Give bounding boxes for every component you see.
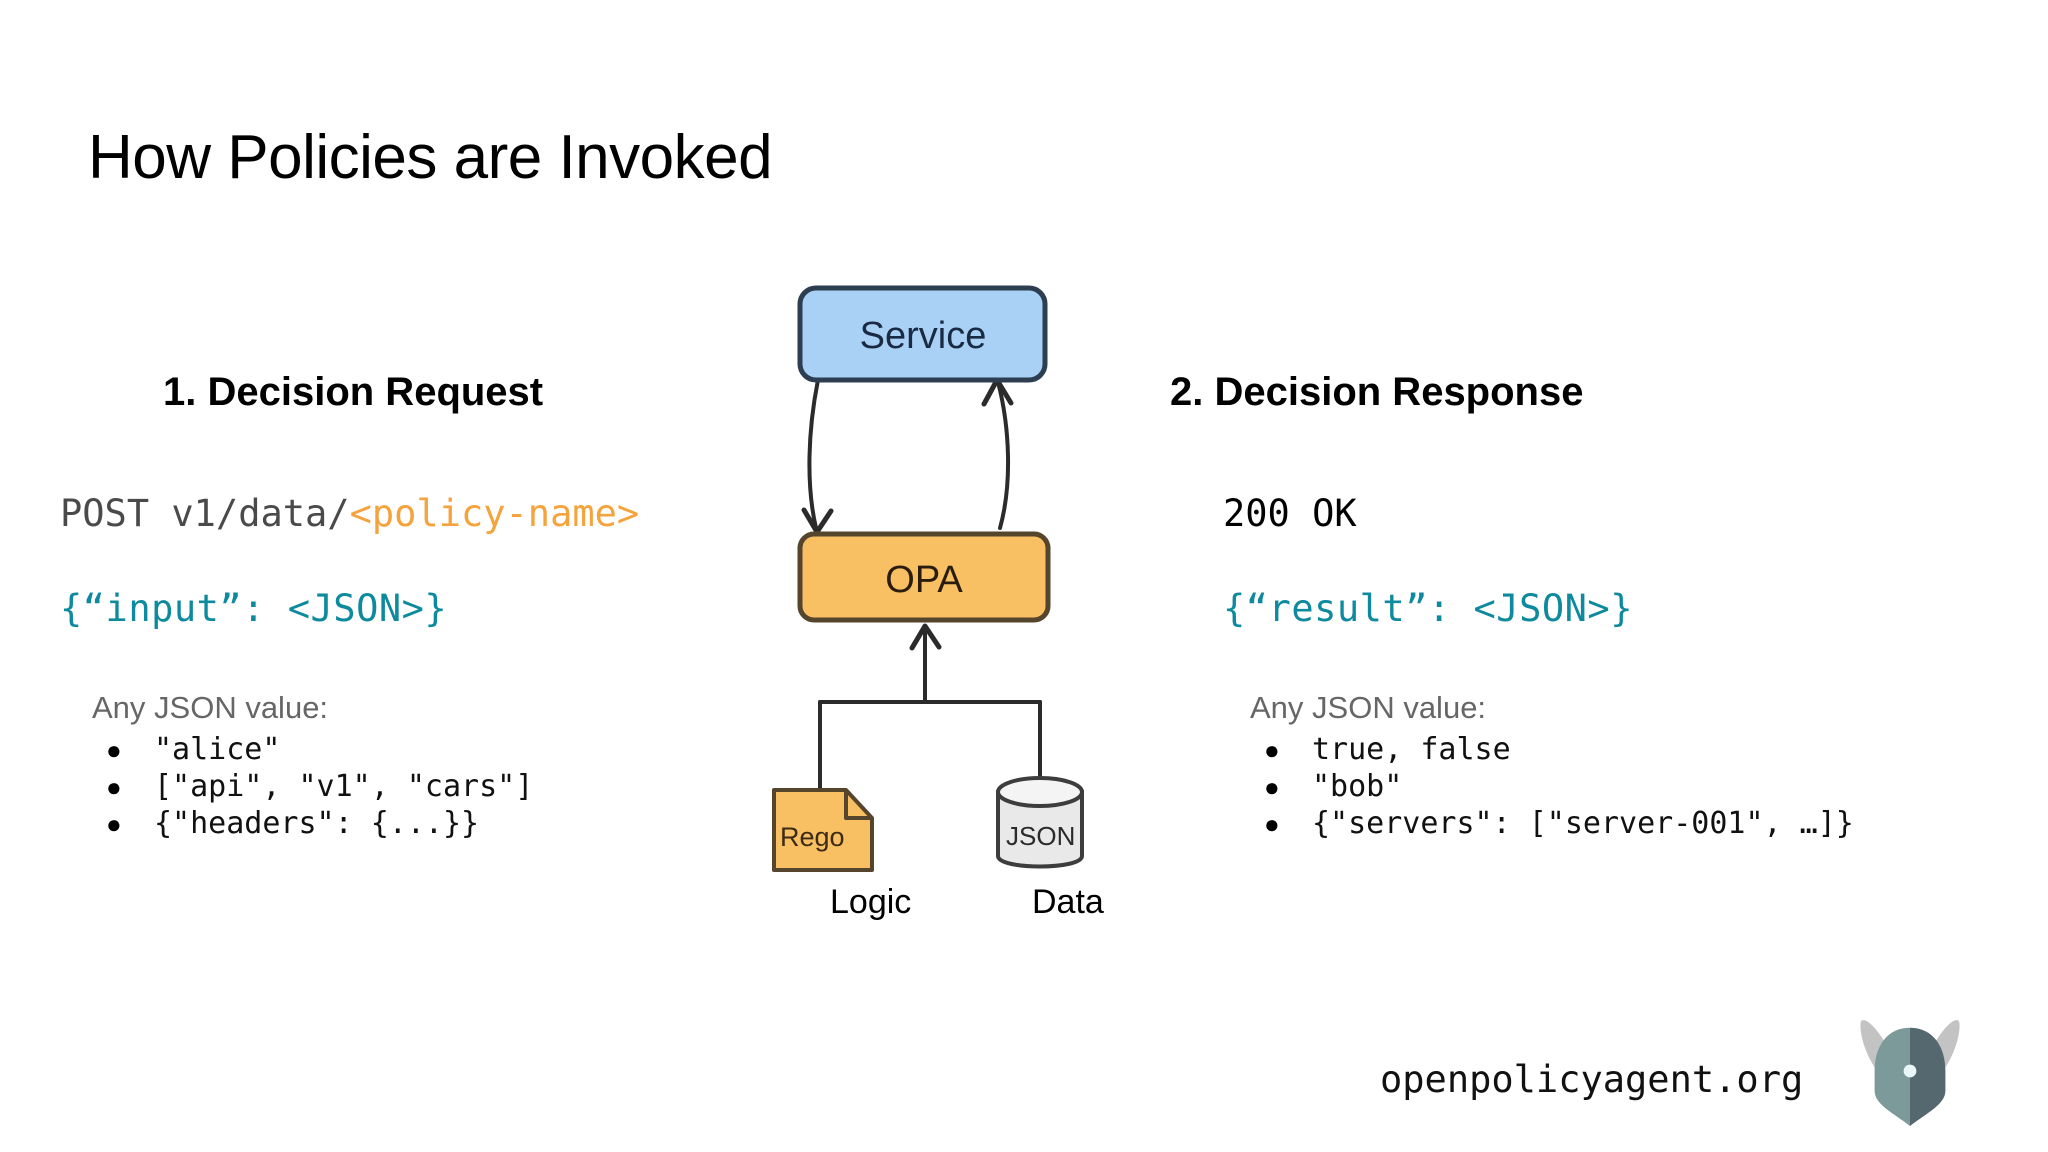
bullet-icon: ● bbox=[106, 809, 122, 839]
decision-response-column: 2. Decision Response 200 OK {“result”: <… bbox=[1165, 370, 1965, 841]
list-item: ● "bob" bbox=[1250, 769, 1854, 806]
decision-response-heading: 2. Decision Response bbox=[1170, 370, 1584, 414]
opa-website-url: openpolicyagent.org bbox=[1380, 1057, 1804, 1101]
list-item-text: "bob" bbox=[1312, 769, 1403, 804]
slide-left-margin bbox=[0, 0, 92, 1152]
opa-viking-helmet-logo bbox=[1860, 1020, 1960, 1127]
list-item: ● {"headers": {...}} bbox=[92, 806, 533, 843]
list-item-text: {"headers": {...}} bbox=[154, 806, 480, 841]
response-json-body: {“result”: <JSON>} bbox=[1223, 587, 1633, 630]
rego-document-icon: Rego bbox=[772, 788, 874, 872]
request-any-json-label: Any JSON value: bbox=[92, 690, 329, 725]
request-example-list: ● "alice" ● ["api", "v1", "cars"] ● {"he… bbox=[92, 732, 533, 843]
bullet-icon: ● bbox=[1264, 809, 1280, 839]
json-database-icon: JSON bbox=[996, 776, 1084, 869]
bullet-icon: ● bbox=[106, 772, 122, 802]
bullet-icon: ● bbox=[1264, 735, 1280, 765]
opa-architecture-diagram: Rego JSON Service OPA Logic Data bbox=[760, 270, 1120, 940]
request-http-line: POST v1/data/<policy-name> bbox=[60, 492, 639, 535]
service-to-opa-arrow bbox=[801, 378, 834, 535]
list-item-text: "alice" bbox=[154, 732, 281, 767]
list-item-text: true, false bbox=[1312, 732, 1511, 767]
list-item-text: {"servers": ["server-001", …]} bbox=[1312, 806, 1854, 841]
service-node bbox=[797, 285, 1048, 383]
bullet-icon: ● bbox=[1264, 772, 1280, 802]
list-item-text: ["api", "v1", "cars"] bbox=[154, 769, 534, 804]
opa-node bbox=[797, 531, 1051, 623]
response-status-line: 200 OK bbox=[1223, 492, 1357, 535]
bullet-icon: ● bbox=[106, 735, 122, 765]
request-policy-name-placeholder: <policy-name> bbox=[349, 492, 640, 535]
decision-request-heading: 1. Decision Request bbox=[163, 370, 544, 414]
request-json-body: {“input”: <JSON>} bbox=[60, 587, 448, 630]
footer: openpolicyagent.org bbox=[1380, 1020, 1969, 1128]
page-title: How Policies are Invoked bbox=[88, 123, 773, 192]
list-item: ● true, false bbox=[1250, 732, 1854, 769]
list-item: ● ["api", "v1", "cars"] bbox=[92, 769, 533, 806]
request-http-method-path: POST v1/data/ bbox=[60, 492, 350, 535]
response-any-json-label: Any JSON value: bbox=[1250, 690, 1487, 725]
stores-to-opa-connector bbox=[818, 623, 1042, 792]
list-item: ● {"servers": ["server-001", …]} bbox=[1250, 806, 1854, 843]
opa-to-service-arrow bbox=[981, 377, 1014, 530]
list-item: ● "alice" bbox=[92, 732, 533, 769]
data-caption: Data bbox=[1032, 883, 1104, 921]
decision-request-column: 1. Decision Request POST v1/data/<policy… bbox=[60, 370, 840, 841]
response-example-list: ● true, false ● "bob" ● {"servers": ["se… bbox=[1250, 732, 1854, 843]
logic-caption: Logic bbox=[830, 883, 912, 921]
